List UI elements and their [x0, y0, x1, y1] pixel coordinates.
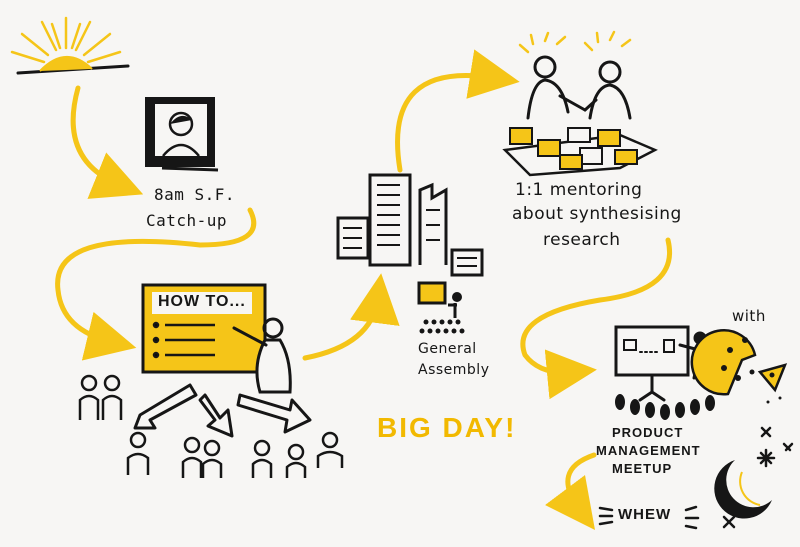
video-call-icon: [145, 97, 219, 172]
stars-icon: [722, 426, 794, 529]
how-to-board-title: HOW TO...: [158, 293, 246, 310]
arrow-ga-to-mentoring: [395, 49, 520, 173]
arrow-workshop-to-ga: [302, 273, 400, 361]
mentoring-label-line1: 1:1 mentoring: [515, 180, 643, 200]
whew-label: WHEW: [618, 506, 672, 523]
ga-lecture-icon: [417, 281, 465, 334]
arrow-meetup-to-night: [545, 452, 597, 531]
meetup-label-line1: PRODUCT: [612, 425, 684, 440]
meetup-crowd: [615, 394, 715, 420]
sun-icon: [10, 16, 130, 75]
meetup-presentation-icon: [614, 325, 707, 402]
mentoring-icon: [502, 30, 658, 177]
presenter-icon: [232, 317, 292, 394]
with-label: with: [732, 307, 766, 325]
arrow-sunrise-to-catchup: [70, 85, 144, 199]
meetup-label-line2: MANAGEMENT: [596, 443, 701, 458]
big-day-label: BIG DAY!: [377, 412, 517, 443]
arrow-catchup-to-workshop: [55, 207, 257, 361]
assembly-label: Assembly: [418, 362, 490, 378]
office-building-icon: [336, 173, 484, 277]
mentoring-label-line2: about synthesising: [512, 204, 682, 224]
mentoring-label-line3: research: [543, 230, 621, 250]
general-label: General: [418, 341, 477, 357]
flow-arrows: [55, 49, 672, 531]
whew-lines: [598, 505, 700, 530]
moon-icon: [714, 460, 772, 519]
catchup-title-label: Catch-up: [146, 211, 228, 230]
pizza-icon: [690, 329, 788, 404]
catchup-time-label: 8am S.F.: [154, 185, 236, 204]
meetup-label-line3: MEETUP: [612, 461, 673, 476]
audience-people: [78, 374, 344, 478]
arrow-mentoring-to-meetup: [520, 237, 672, 400]
audience-arrows: [133, 383, 312, 438]
